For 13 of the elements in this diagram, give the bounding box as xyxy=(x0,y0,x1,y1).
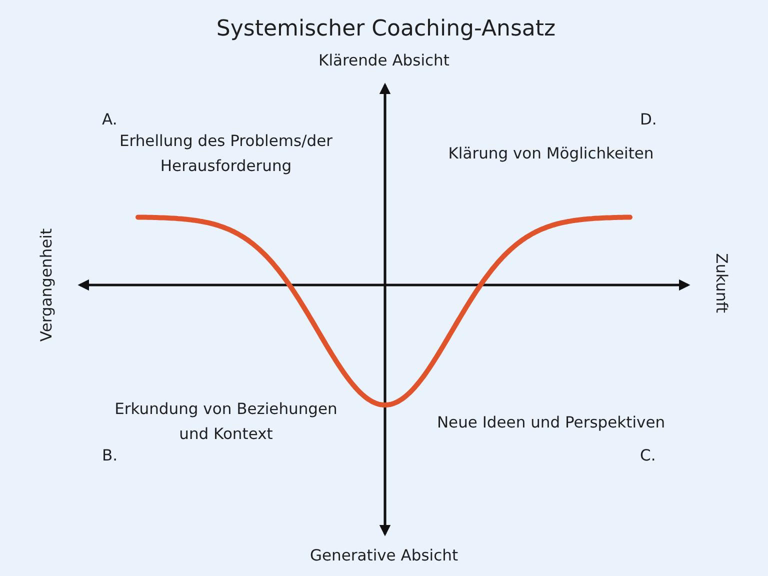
quadrant-label: Klärung von Möglichkeiten xyxy=(448,144,654,164)
axis-label: Generative Absicht xyxy=(310,546,458,566)
axis-label: Vergangenheit xyxy=(36,228,56,342)
quadrant-label: Erhellung des Problems/der Herausforderung xyxy=(118,131,334,177)
quadrant-letter: D. xyxy=(640,110,657,130)
axis-label: Zukunft xyxy=(712,253,732,313)
diagram-title: Systemischer Coaching-Ansatz xyxy=(216,16,556,42)
quadrant-letter: A. xyxy=(102,110,118,130)
axis-label: Klärende Absicht xyxy=(318,50,450,72)
quadrant-letter: C. xyxy=(640,446,656,466)
quadrant-label: Neue Ideen und Perspektiven xyxy=(436,412,666,434)
quadrant-label: Erkundung von Beziehungen und Kontext xyxy=(114,399,338,445)
quadrant-letter: B. xyxy=(102,446,118,466)
